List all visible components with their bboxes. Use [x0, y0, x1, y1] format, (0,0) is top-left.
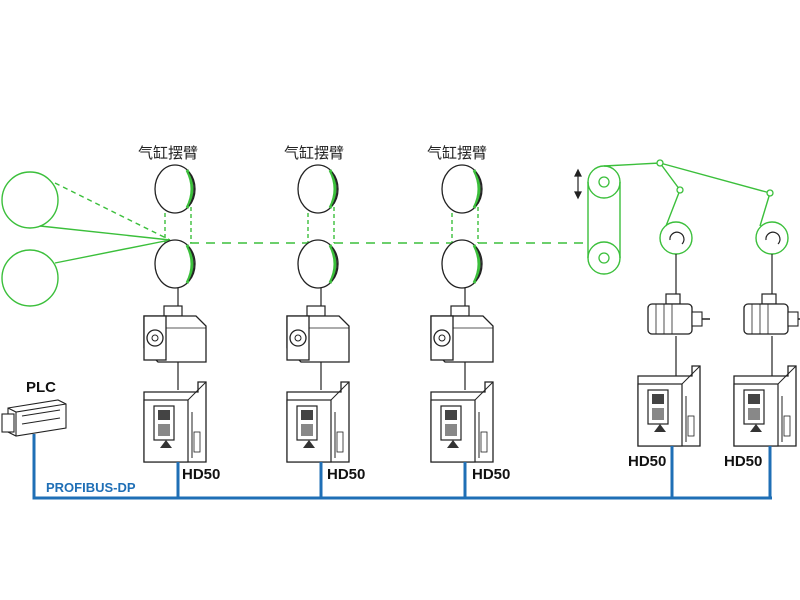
plc-label: PLC [26, 379, 56, 396]
profibus-line [32, 434, 772, 500]
bus-label: PROFIBUS-DP [46, 480, 136, 495]
dancer-arrow-icon [574, 168, 582, 200]
servo-motor-icon [143, 305, 494, 363]
supply-reel-top [1, 171, 59, 229]
supply-reel-bottom [1, 249, 59, 307]
vfd-drive-icon [143, 365, 797, 463]
drive-label-4: HD50 [628, 453, 666, 470]
web-path [1, 162, 789, 307]
plc-icon [1, 399, 67, 437]
swing-arm-label-2: 气缸摆臂 [284, 144, 344, 162]
drive-label-1: HD50 [182, 466, 220, 483]
induction-motor-icon [647, 293, 800, 335]
winder-reel-1 [659, 221, 693, 255]
drive-label-5: HD50 [724, 453, 762, 470]
roller-icon [153, 163, 484, 290]
swing-arm-label-3: 气缸摆臂 [427, 144, 487, 162]
swing-arm-label-1: 气缸摆臂 [138, 144, 198, 162]
drive-label-3: HD50 [472, 466, 510, 483]
drive-label-2: HD50 [327, 466, 365, 483]
winder-reel-2 [755, 221, 789, 255]
